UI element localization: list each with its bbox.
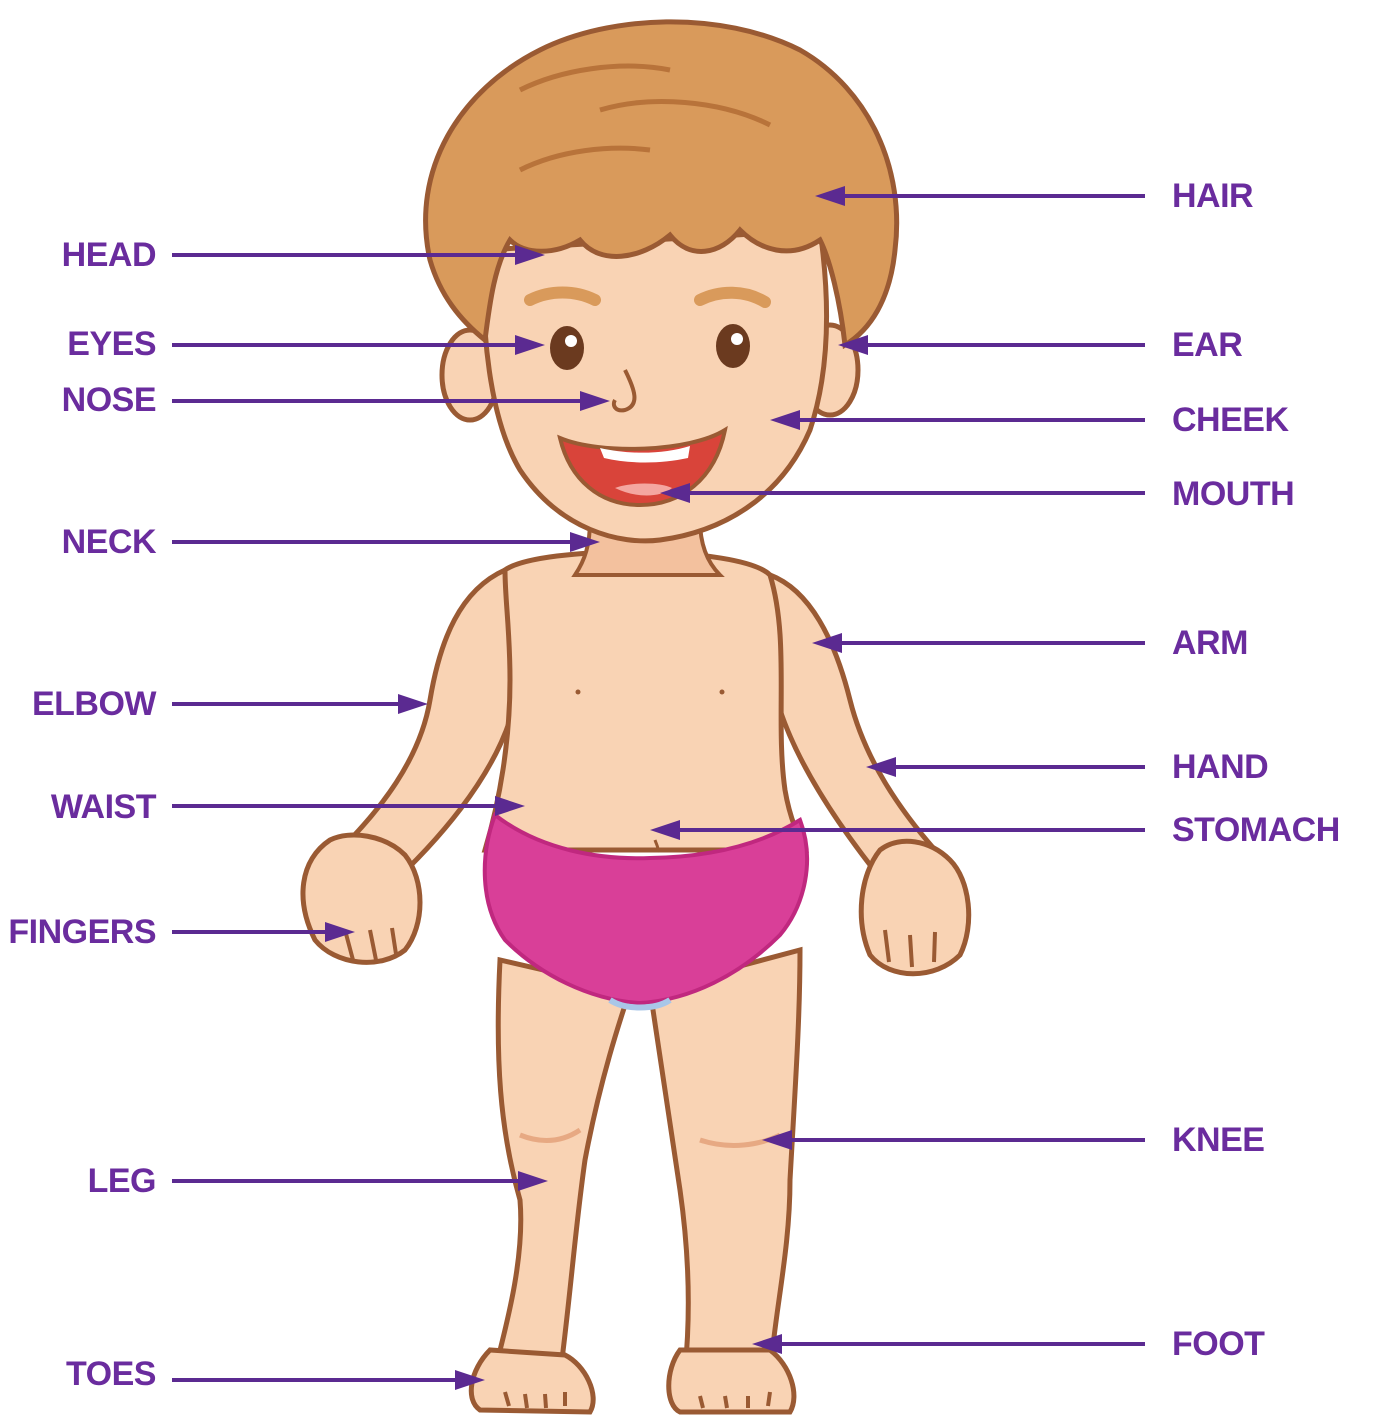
arrow-foot bbox=[752, 1334, 1145, 1354]
arrow-icon bbox=[398, 694, 428, 714]
arrow-arm bbox=[812, 633, 1145, 653]
label-head: HEAD bbox=[62, 238, 156, 272]
label-elbow: ELBOW bbox=[32, 687, 156, 721]
label-eyes: EYES bbox=[67, 327, 156, 361]
label-neck: NECK bbox=[62, 525, 156, 559]
label-leg: LEG bbox=[88, 1164, 156, 1198]
arrow-icon bbox=[866, 757, 896, 777]
label-hand: HAND bbox=[1172, 750, 1268, 784]
arrow-leg bbox=[172, 1171, 548, 1191]
arrow-icon bbox=[455, 1370, 485, 1390]
arrow-neck bbox=[172, 532, 600, 552]
arrow-icon bbox=[515, 335, 545, 355]
arrow-icon bbox=[580, 391, 610, 411]
arrow-icon bbox=[838, 335, 868, 355]
label-ear: EAR bbox=[1172, 328, 1242, 362]
arrow-elbow bbox=[172, 694, 428, 714]
label-nose: NOSE bbox=[62, 383, 156, 417]
arrow-icon bbox=[650, 820, 680, 840]
arrow-icon bbox=[770, 410, 800, 430]
label-arm: ARM bbox=[1172, 626, 1248, 660]
arrow-nose bbox=[172, 391, 610, 411]
arrow-icon bbox=[515, 245, 545, 265]
arrow-hair bbox=[815, 186, 1145, 206]
arrow-stomach bbox=[650, 820, 1145, 840]
arrow-icon bbox=[815, 186, 845, 206]
arrow-head bbox=[172, 245, 545, 265]
arrow-icon bbox=[812, 633, 842, 653]
arrow-mouth bbox=[660, 483, 1145, 503]
arrow-icon bbox=[762, 1130, 792, 1150]
label-waist: WAIST bbox=[51, 790, 156, 824]
label-knee: KNEE bbox=[1172, 1123, 1264, 1157]
arrow-ear bbox=[838, 335, 1145, 355]
arrow-icon bbox=[752, 1334, 782, 1354]
arrow-cheek bbox=[770, 410, 1145, 430]
arrow-icon bbox=[518, 1171, 548, 1191]
arrow-fingers bbox=[172, 922, 355, 942]
arrow-hand bbox=[866, 757, 1145, 777]
label-stomach: STOMACH bbox=[1172, 813, 1340, 847]
label-toes: TOES bbox=[66, 1357, 156, 1391]
arrow-icon bbox=[325, 922, 355, 942]
arrow-toes bbox=[172, 1370, 485, 1390]
arrow-waist bbox=[172, 796, 525, 816]
arrow-icon bbox=[660, 483, 690, 503]
label-cheek: CHEEK bbox=[1172, 403, 1289, 437]
arrow-eyes bbox=[172, 335, 545, 355]
arrow-knee bbox=[762, 1130, 1145, 1150]
label-fingers: FINGERS bbox=[8, 915, 156, 949]
label-foot: FOOT bbox=[1172, 1327, 1264, 1361]
arrow-icon bbox=[495, 796, 525, 816]
arrow-icon bbox=[570, 532, 600, 552]
label-hair: HAIR bbox=[1172, 179, 1253, 213]
label-mouth: MOUTH bbox=[1172, 477, 1294, 511]
